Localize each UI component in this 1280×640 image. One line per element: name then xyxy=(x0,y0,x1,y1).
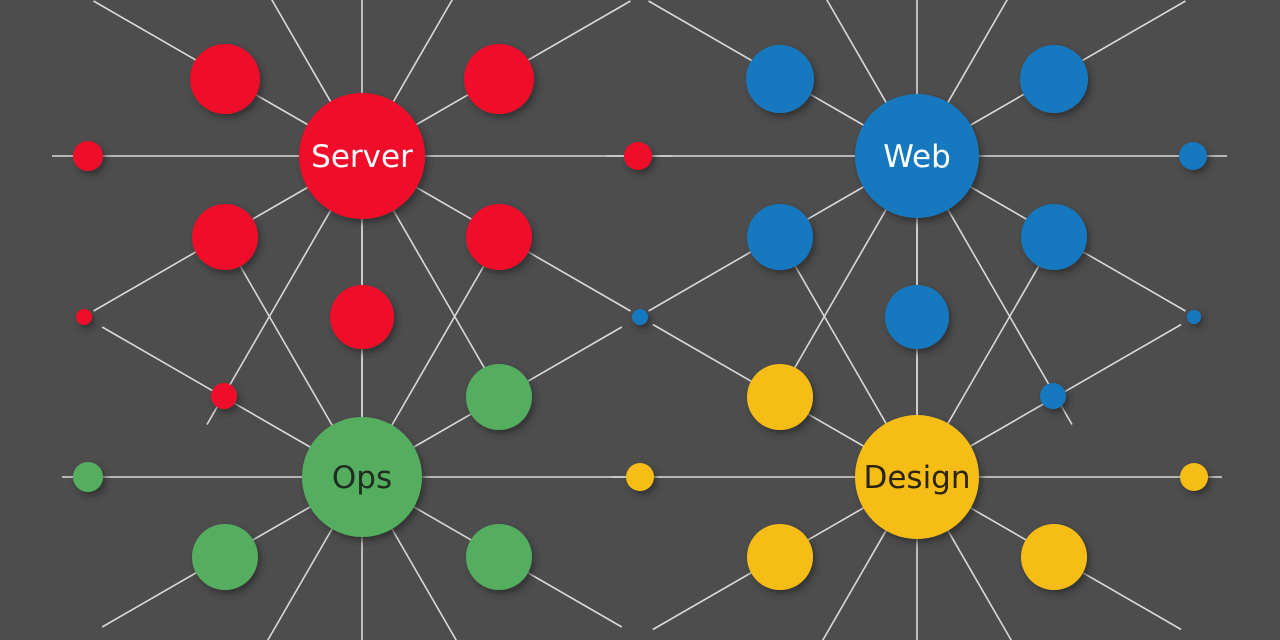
ops-node-w-small[interactable] xyxy=(73,462,103,492)
server-node-nw-large[interactable] xyxy=(190,44,260,114)
design-node-e-small[interactable] xyxy=(1180,463,1208,491)
web-node-se-small[interactable] xyxy=(1040,383,1066,409)
design-node-sw-large[interactable] xyxy=(747,524,813,590)
spoke-edge-design-300 xyxy=(946,529,1013,640)
web-node-e-small[interactable] xyxy=(1179,142,1207,170)
server-node-sw-large[interactable] xyxy=(192,204,258,270)
hub-node-web[interactable] xyxy=(855,94,979,218)
design-node-w-small[interactable] xyxy=(626,463,654,491)
server-node-w-small[interactable] xyxy=(73,141,103,171)
web-node-se-large[interactable] xyxy=(1021,204,1087,270)
server-node-se-large[interactable] xyxy=(466,204,532,270)
ops-node-sw-large[interactable] xyxy=(192,524,258,590)
server-node-sw-tiny[interactable] xyxy=(76,309,92,325)
hub-node-design[interactable] xyxy=(855,415,979,539)
design-node-se-large[interactable] xyxy=(1021,524,1087,590)
web-node-sw-large[interactable] xyxy=(747,204,813,270)
spoke-edge-server-60 xyxy=(392,0,453,103)
spoke-edge-web-60 xyxy=(946,0,1008,104)
ops-node-ne-large[interactable] xyxy=(466,364,532,430)
server-node-e-small[interactable] xyxy=(624,142,652,170)
server-node-s-small[interactable] xyxy=(211,383,237,409)
spoke-edge-ops-300 xyxy=(390,527,458,640)
spoke-edge-ops-150 xyxy=(101,326,312,449)
spoke-edge-design-30 xyxy=(969,323,1182,448)
spoke-edge-design-240 xyxy=(821,529,888,640)
web-node-sw-tiny[interactable] xyxy=(632,309,648,325)
nodes-layer xyxy=(73,44,1208,590)
hub-node-server[interactable] xyxy=(299,93,425,219)
server-node-s-large[interactable] xyxy=(330,285,394,349)
server-node-ne-large[interactable] xyxy=(464,44,534,114)
spoke-edge-ops-240 xyxy=(266,527,334,640)
spoke-edge-web-120 xyxy=(826,0,888,104)
web-node-nw-large[interactable] xyxy=(746,45,814,113)
spoke-edge-server-120 xyxy=(271,0,332,103)
ops-node-se-large[interactable] xyxy=(466,524,532,590)
web-node-s-large[interactable] xyxy=(885,285,949,349)
design-node-nw-large[interactable] xyxy=(747,364,813,430)
web-node-ne-large[interactable] xyxy=(1020,45,1088,113)
web-node-se-tiny[interactable] xyxy=(1187,310,1201,324)
hub-node-ops[interactable] xyxy=(302,417,422,537)
